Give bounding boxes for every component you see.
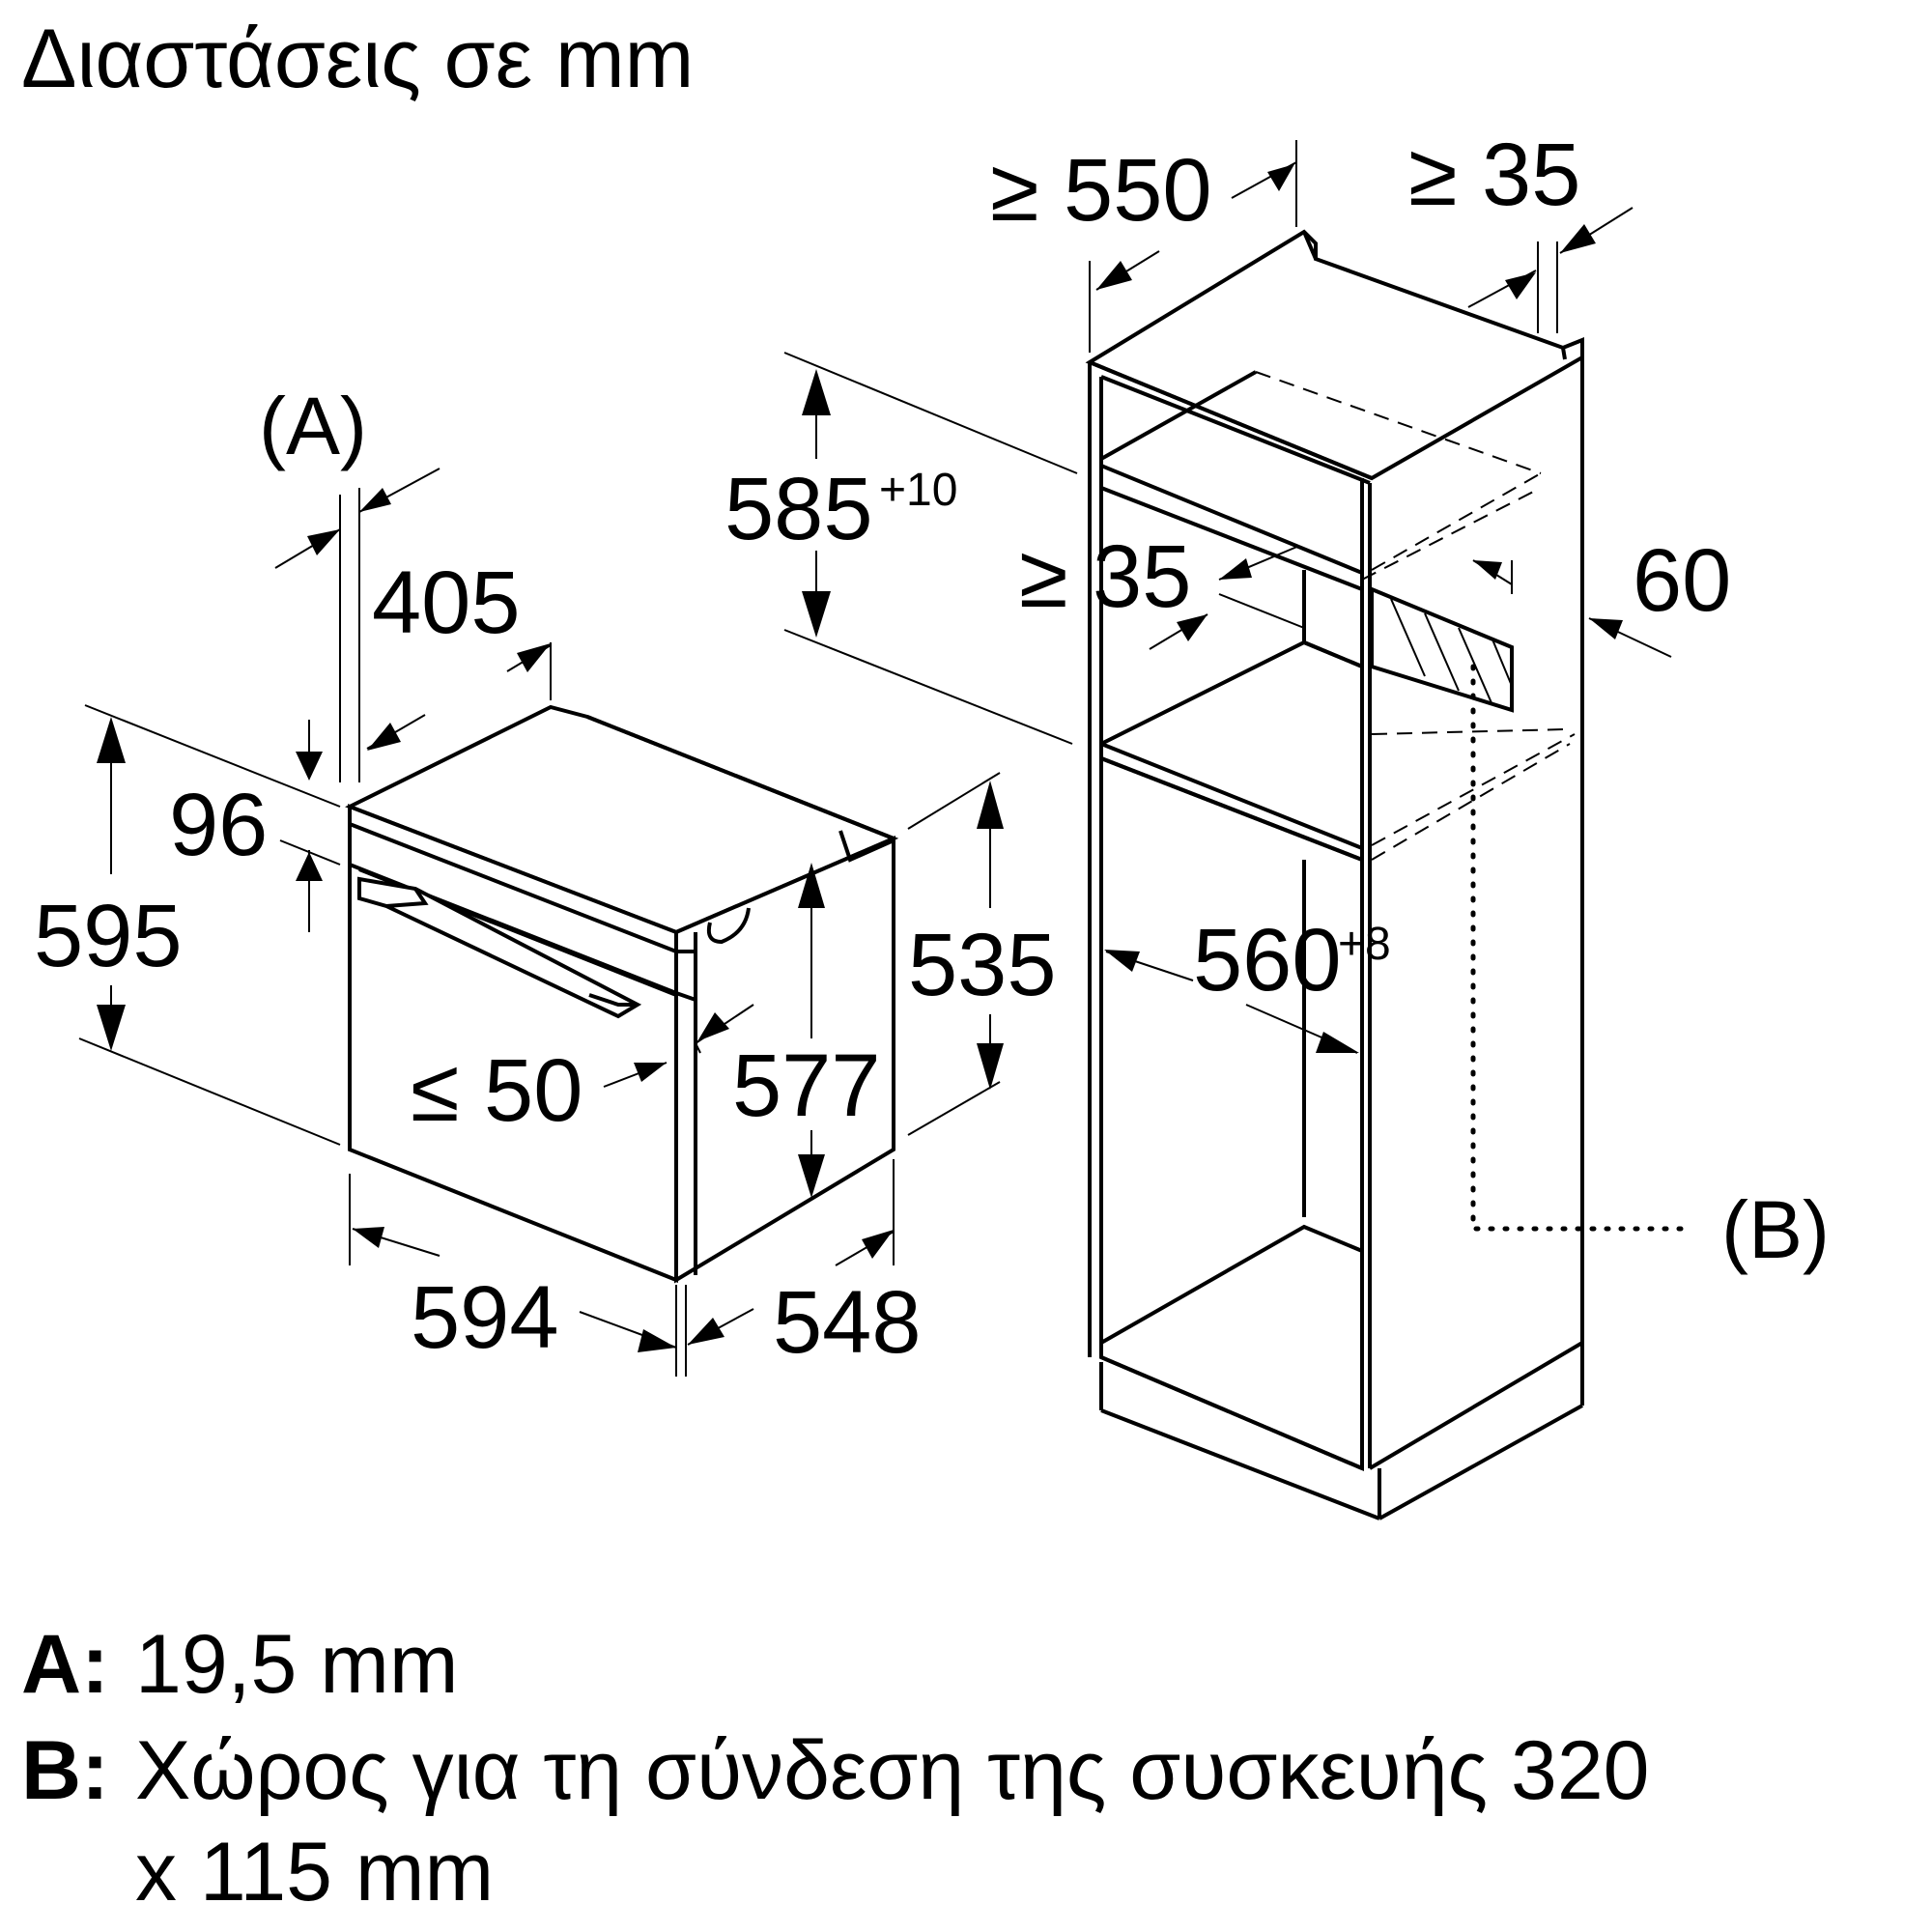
dim-535: 535 — [908, 916, 1057, 1014]
dim-ge-35-top: ≥ 35 — [1408, 126, 1580, 224]
dim-60: 60 — [1633, 531, 1731, 630]
dim-le-50: ≤ 50 — [411, 1041, 582, 1140]
legend-a-key: A: — [21, 1618, 109, 1711]
label-a: (A) — [259, 381, 367, 471]
legend-item-a: A:19,5 mm — [21, 1623, 459, 1706]
dim-548: 548 — [773, 1273, 922, 1372]
legend-b-text: Χώρος για τη σύνδεση της συσκευής 320 — [135, 1724, 1650, 1817]
label-b: (B) — [1721, 1184, 1830, 1275]
legend-item-b-continued: x 115 mm — [135, 1826, 495, 1918]
dim-96: 96 — [169, 776, 268, 874]
page-title: Διαστάσεις σε mm — [21, 13, 695, 105]
dim-560-tolerance: +8 — [1338, 919, 1391, 970]
dim-595: 595 — [34, 887, 183, 985]
oven-drawing — [345, 704, 899, 1284]
oven-dimensions — [78, 468, 1004, 1377]
dim-594: 594 — [411, 1268, 559, 1367]
legend-item-b: B:Χώρος για τη σύνδεση της συσκευής 320 — [21, 1729, 1649, 1812]
dim-577: 577 — [732, 1037, 881, 1135]
cabinet-drawing — [1085, 229, 1689, 1520]
legend-a-text: 19,5 mm — [135, 1618, 459, 1711]
dim-560: 560 — [1193, 911, 1342, 1009]
dim-ge-550: ≥ 550 — [990, 141, 1212, 240]
dim-405: 405 — [372, 554, 521, 652]
dim-ge-35-mid: ≥ 35 — [1019, 527, 1191, 626]
cabinet-dimensions — [783, 140, 1672, 1054]
legend-b-key: B: — [21, 1724, 109, 1817]
dim-585-tolerance: +10 — [879, 465, 957, 516]
dim-585: 585 — [724, 460, 873, 558]
